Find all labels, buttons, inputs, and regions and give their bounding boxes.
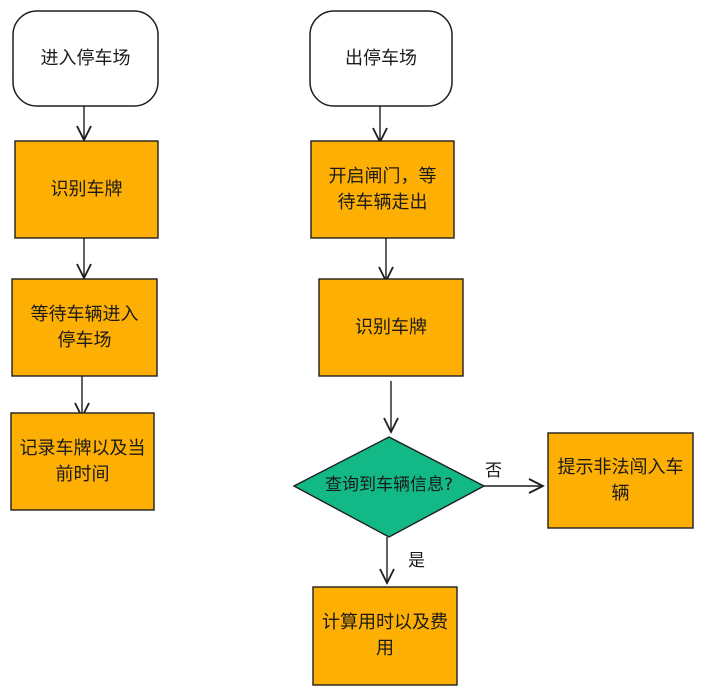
edge-no-label: 否: [485, 461, 502, 481]
right-yes-result-box: [312, 586, 458, 686]
right-decision-label: 查询到车辆信息?: [324, 475, 454, 495]
right-start-label: 出停车场: [345, 47, 417, 69]
left-step1-label: 识别车牌: [50, 178, 123, 200]
left-step1-box: [14, 140, 159, 239]
right-no-result-label: 提示非法闯入车辆: [557, 456, 684, 504]
left-step2-box: [11, 278, 158, 377]
edge-yes-label: 是: [408, 551, 425, 571]
right-step1-label: 开启闸门，等待车辆走出: [328, 165, 437, 213]
right-start-terminal: [309, 10, 453, 107]
left-start-label: 进入停车场: [40, 47, 131, 69]
right-step1-box: [310, 140, 455, 239]
left-step3-box: [10, 412, 155, 511]
right-step2-label: 识别车牌: [355, 316, 427, 338]
left-step3-label: 记录车牌以及当前时间: [19, 437, 146, 485]
right-no-result-box: [547, 432, 694, 529]
right-step2-box: [318, 278, 464, 377]
right-yes-result-label: 计算用时以及费用: [322, 612, 448, 659]
right-decision-diamond: [292, 436, 486, 538]
left-start-terminal: [12, 10, 159, 107]
left-step2-label: 等待车辆进入停车场: [30, 303, 139, 351]
